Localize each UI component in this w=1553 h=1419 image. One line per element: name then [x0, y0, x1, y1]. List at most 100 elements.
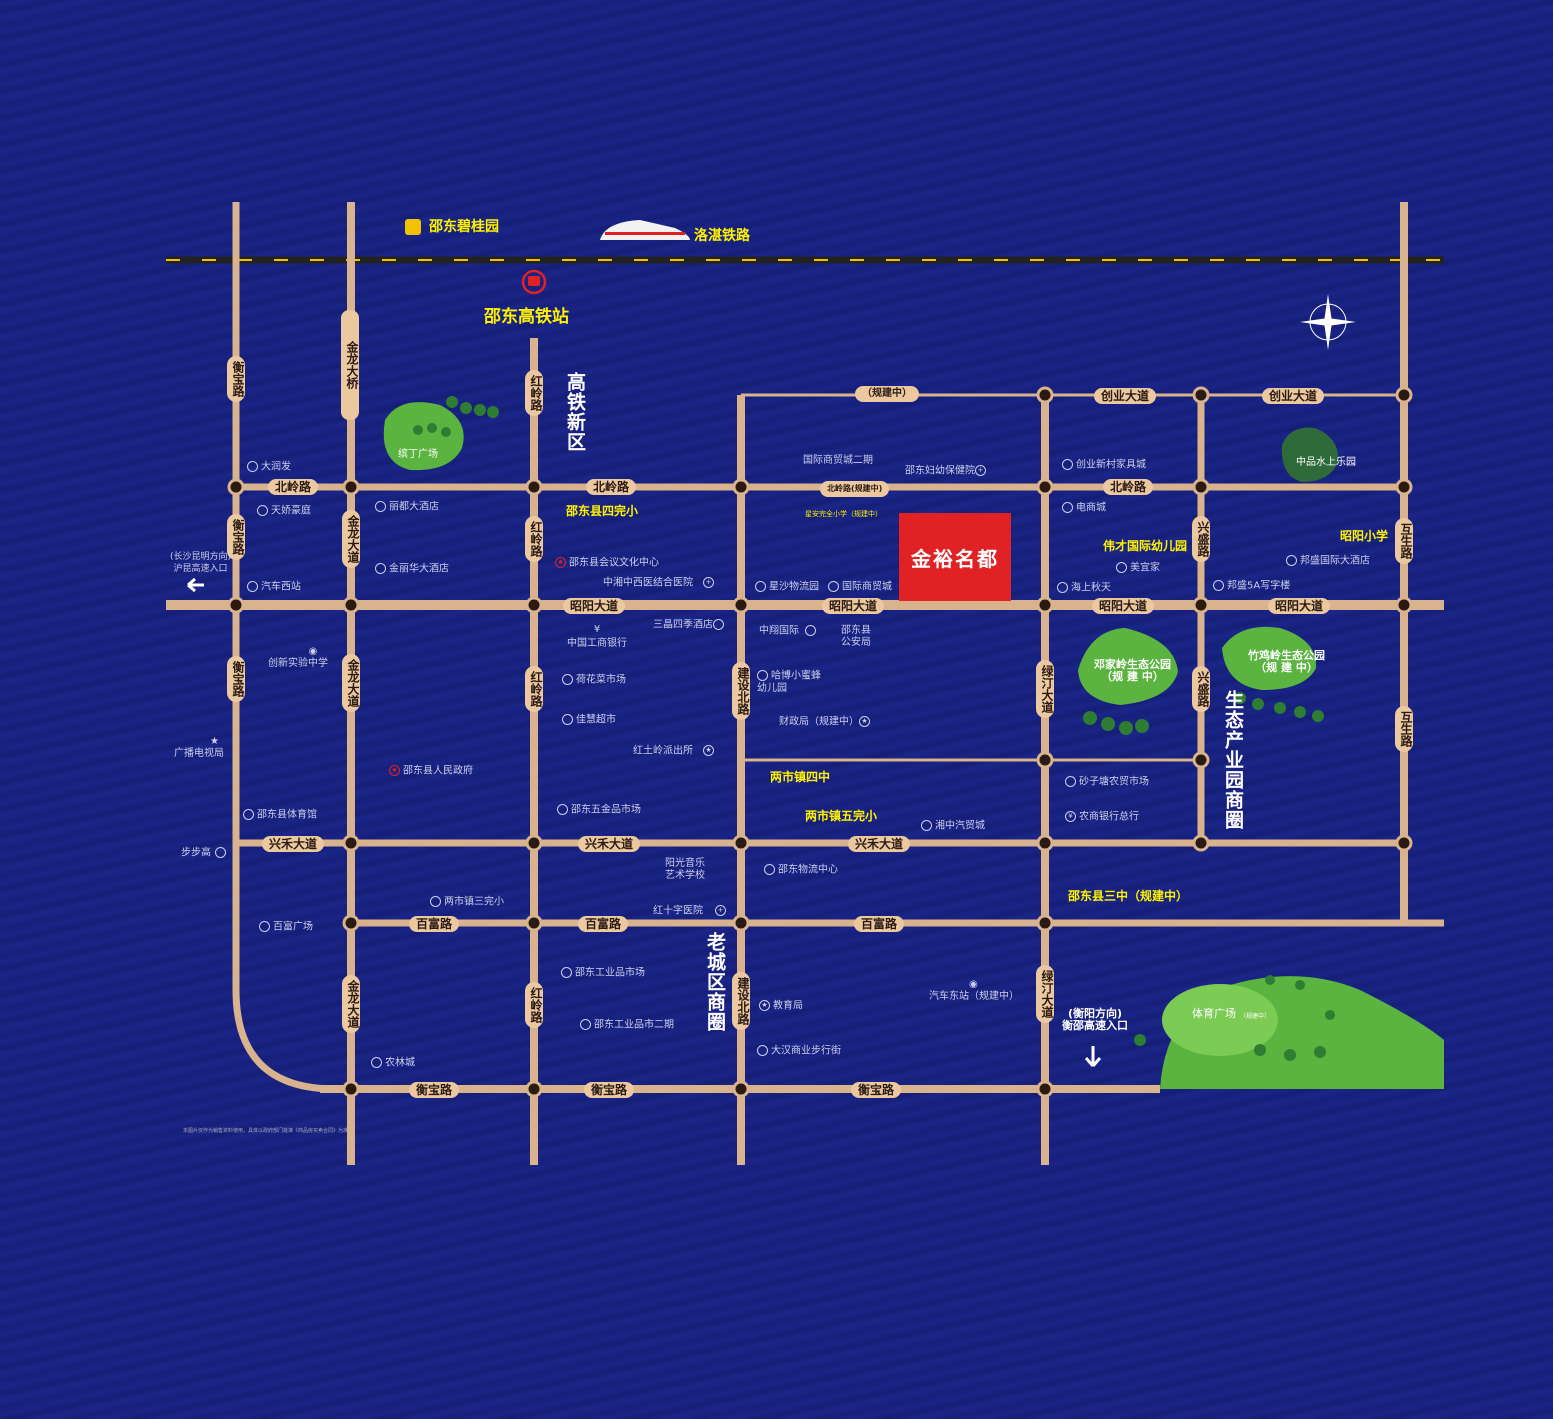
bank-icon: ¥ — [1065, 811, 1076, 822]
poi[interactable]: 农林城 — [371, 1057, 415, 1070]
poi[interactable]: 百富广场 — [259, 921, 313, 934]
poi[interactable]: 海上秋天 — [1057, 582, 1111, 595]
poi[interactable]: ◉汽车东站（规建中） — [929, 979, 1019, 1002]
poi-icon — [243, 809, 254, 820]
poi[interactable]: 美宜家 — [1116, 562, 1160, 575]
road-label: 百富路 — [578, 916, 629, 932]
poi[interactable]: 中翔国际 — [759, 625, 819, 638]
footnote: 本图片仅作为销售资料使用，具体以政府部门批准《商品房买卖合同》为准。 — [183, 1128, 354, 1134]
poi[interactable]: ¥农商银行总行 — [1065, 811, 1139, 824]
poi[interactable]: 哈博小蜜蜂 幼儿园 — [757, 670, 821, 694]
poi[interactable]: 财政局（规建中）★ — [779, 716, 873, 729]
poi[interactable]: ★广播电视局 — [174, 736, 224, 759]
poi[interactable]: 邵东县 公安局 — [841, 625, 871, 648]
poi[interactable]: 阳光音乐 艺术学校 — [665, 858, 705, 881]
hospital-icon: + — [715, 905, 726, 916]
poi-icon — [828, 581, 839, 592]
dengjialing-park — [1078, 628, 1178, 705]
poi[interactable]: ◉创新实验中学 — [268, 646, 328, 669]
road-label: 红岭路 — [525, 370, 543, 416]
school-label[interactable]: 邵东县三中（规建中） — [1068, 889, 1189, 903]
poi[interactable]: 湘中汽贸城 — [921, 820, 985, 833]
road-label: 衡宝路 — [584, 1082, 635, 1098]
poi[interactable]: 邦盛5A写字楼 — [1213, 580, 1290, 593]
poi-icon — [215, 847, 226, 858]
school-label[interactable]: 邵东县四完小 — [566, 504, 639, 518]
road-label: 金龙大道 — [342, 654, 360, 712]
poi[interactable]: 金丽华大酒店 — [375, 563, 449, 576]
south-direction: (衡阳方向) 衡邵高速入口 — [1062, 1007, 1128, 1032]
poi-icon — [562, 674, 573, 685]
road-label: 北岭路(规建中) — [820, 481, 890, 497]
tiyu-park-inner — [1162, 984, 1278, 1056]
poi[interactable]: 荷花菜市场 — [562, 674, 626, 687]
poi[interactable]: 红十字医院+ — [653, 905, 729, 918]
train-icon — [600, 220, 690, 240]
jiuding-park — [383, 402, 464, 471]
road-label: 金龙大道 — [342, 510, 360, 568]
poi[interactable]: 创业新村家具城 — [1062, 459, 1146, 472]
school-icon: ◉ — [308, 646, 318, 657]
project-marker[interactable]: 金裕名都 — [899, 513, 1011, 601]
poi[interactable]: 邵东五金品市场 — [557, 804, 641, 817]
poi[interactable]: 三晶四季酒店 — [653, 619, 727, 632]
road-label: 昭阳大道 — [1268, 598, 1331, 614]
park-label-note: （规建中） — [1240, 1013, 1271, 1020]
poi[interactable]: 两市镇三完小 — [430, 896, 504, 909]
poi[interactable]: 国际商贸城 — [828, 581, 892, 594]
poi[interactable]: 汽车西站 — [247, 581, 301, 594]
poi-icon — [1213, 580, 1224, 591]
poi[interactable]: 大汉商业步行街 — [757, 1045, 841, 1058]
road-label: 红岭路 — [525, 666, 543, 712]
poi[interactable]: 中湘中西医结合医院+ — [603, 577, 717, 590]
poi[interactable]: 星沙物流园 — [755, 581, 819, 594]
road-label: 红岭路 — [525, 516, 543, 562]
school-label[interactable]: 两市镇五完小 — [805, 809, 878, 823]
school-label[interactable]: 昭阳小学 — [1340, 529, 1389, 543]
road-label: 兴盛路 — [1192, 516, 1210, 562]
poi[interactable]: 丽都大酒店 — [375, 501, 439, 514]
district-gaotie: 高铁新区 — [564, 372, 586, 452]
poi-icon — [921, 820, 932, 831]
poi-icon — [375, 501, 386, 512]
zhujiling-park — [1222, 626, 1317, 690]
poi[interactable]: ¥中国工商银行 — [567, 624, 627, 649]
poi[interactable]: ★教育局 — [759, 1000, 803, 1013]
poi[interactable]: 国际商贸城二期 — [803, 455, 873, 466]
poi-icon — [1065, 776, 1076, 787]
poi[interactable]: 天娇豪庭 — [257, 505, 311, 518]
road-label: 北岭路 — [1103, 479, 1154, 495]
poi[interactable]: 邵东物流中心 — [764, 864, 838, 877]
poi[interactable]: 电商城 — [1062, 502, 1106, 515]
zhongpin-park — [1281, 427, 1339, 482]
star-icon: ★ — [210, 736, 219, 747]
poi[interactable]: 邵东工业品市二期 — [580, 1019, 674, 1032]
station-label[interactable]: 邵东高铁站 — [484, 307, 569, 327]
poi[interactable]: 步步高 — [181, 847, 229, 860]
poi-icon — [247, 581, 258, 592]
poi[interactable]: 邵东工业品市场 — [561, 967, 645, 980]
poi[interactable]: 砂子塘农贸市场 — [1065, 776, 1149, 789]
poi[interactable]: 星安完全小学（规建中） — [805, 510, 882, 518]
hengbao-road-v — [232, 202, 336, 1093]
station-icon — [521, 269, 547, 295]
school-label[interactable]: 两市镇四中 — [770, 770, 831, 784]
poi-icon — [561, 967, 572, 978]
railway-label: 洛湛铁路 — [694, 228, 750, 244]
poi[interactable]: 邦盛国际大酒店 — [1286, 555, 1370, 568]
west-direction: (长沙昆明方向) 沪昆高速入口 — [170, 552, 232, 574]
poi[interactable]: 邵东妇幼保健院+ — [905, 465, 989, 478]
poi[interactable]: 大润发 — [247, 461, 291, 474]
poi[interactable]: 佳慧超市 — [562, 714, 616, 727]
poi[interactable]: 邵东县体育馆 — [243, 809, 317, 822]
poi[interactable]: 红土岭派出所★ — [633, 745, 717, 758]
poi[interactable]: ★邵东县人民政府 — [389, 765, 473, 778]
bridge-label: 金龙大桥 — [341, 310, 359, 420]
developer-label: 邵东碧桂园 — [405, 216, 499, 236]
poi-icon — [371, 1057, 382, 1068]
poi-icon — [580, 1019, 591, 1030]
school-label[interactable]: 伟才国际幼儿园 — [1103, 539, 1188, 553]
poi-icon — [1286, 555, 1297, 566]
poi[interactable]: ★邵东县会议文化中心 — [555, 557, 659, 570]
